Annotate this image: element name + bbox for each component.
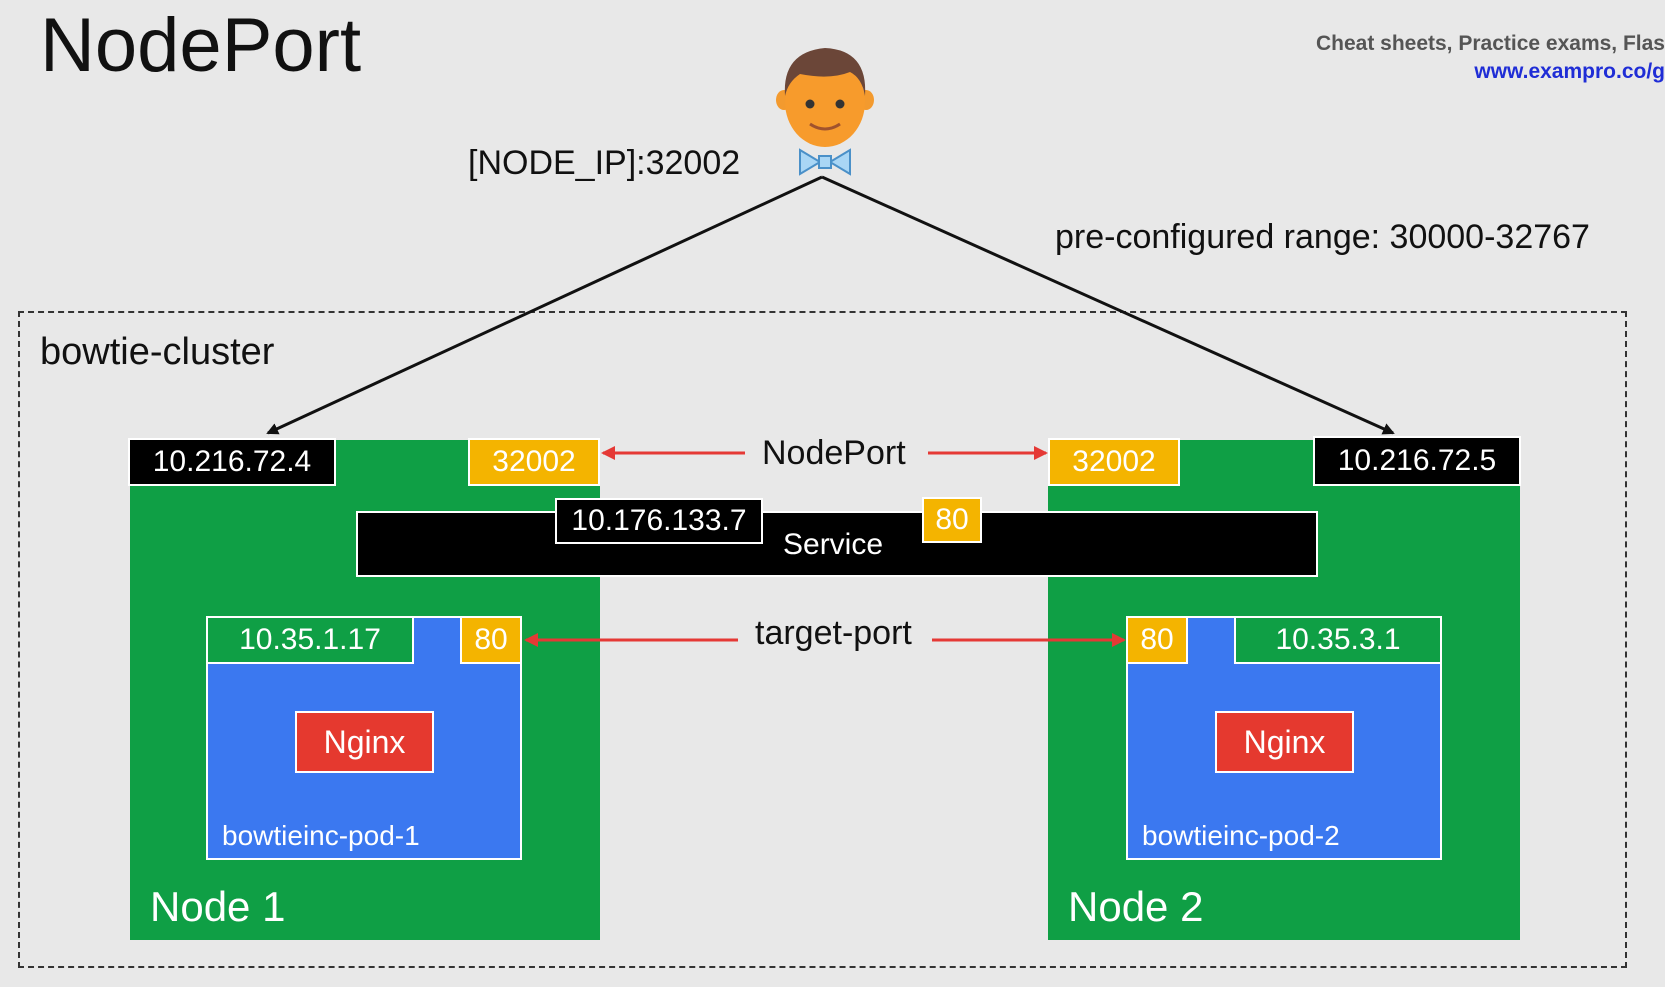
nodeport-label: NodePort xyxy=(762,434,906,472)
node-1-nodeport: 32002 xyxy=(468,438,600,486)
cluster-name: bowtie-cluster xyxy=(40,331,275,373)
service-port: 80 xyxy=(922,497,982,543)
node-2-nodeport: 32002 xyxy=(1048,438,1180,486)
pod-1-ip: 10.35.1.17 xyxy=(206,616,414,664)
node-1-ip: 10.216.72.4 xyxy=(128,438,336,486)
pod-2-ip: 10.35.3.1 xyxy=(1234,616,1442,664)
pod-1-name: bowtieinc-pod-1 xyxy=(222,820,420,851)
target-port-label: target-port xyxy=(755,614,912,652)
promo-text: Cheat sheets, Practice exams, Flas xyxy=(1315,32,1665,55)
service-label: Service xyxy=(783,528,884,561)
pod-1-target-port: 80 xyxy=(460,616,522,664)
user-address-label: [NODE_IP]:32002 xyxy=(468,144,741,182)
service-bar xyxy=(356,511,1318,577)
pod-2-target-port: 80 xyxy=(1126,616,1188,664)
node-2-name: Node 2 xyxy=(1068,883,1204,930)
pod-2-container-nginx: Nginx xyxy=(1215,711,1354,773)
node-2-ip: 10.216.72.5 xyxy=(1313,436,1521,486)
user-avatar-icon xyxy=(776,48,874,176)
promo-link[interactable]: www.exampro.co/g xyxy=(1474,60,1665,83)
port-range-note: pre-configured range: 30000-32767 xyxy=(1055,218,1590,256)
service-cluster-ip: 10.176.133.7 xyxy=(555,498,763,544)
page-title: NodePort xyxy=(40,3,362,88)
pod-1-container-nginx: Nginx xyxy=(295,711,434,773)
node-1-name: Node 1 xyxy=(150,883,286,930)
pod-2-name: bowtieinc-pod-2 xyxy=(1142,820,1340,851)
